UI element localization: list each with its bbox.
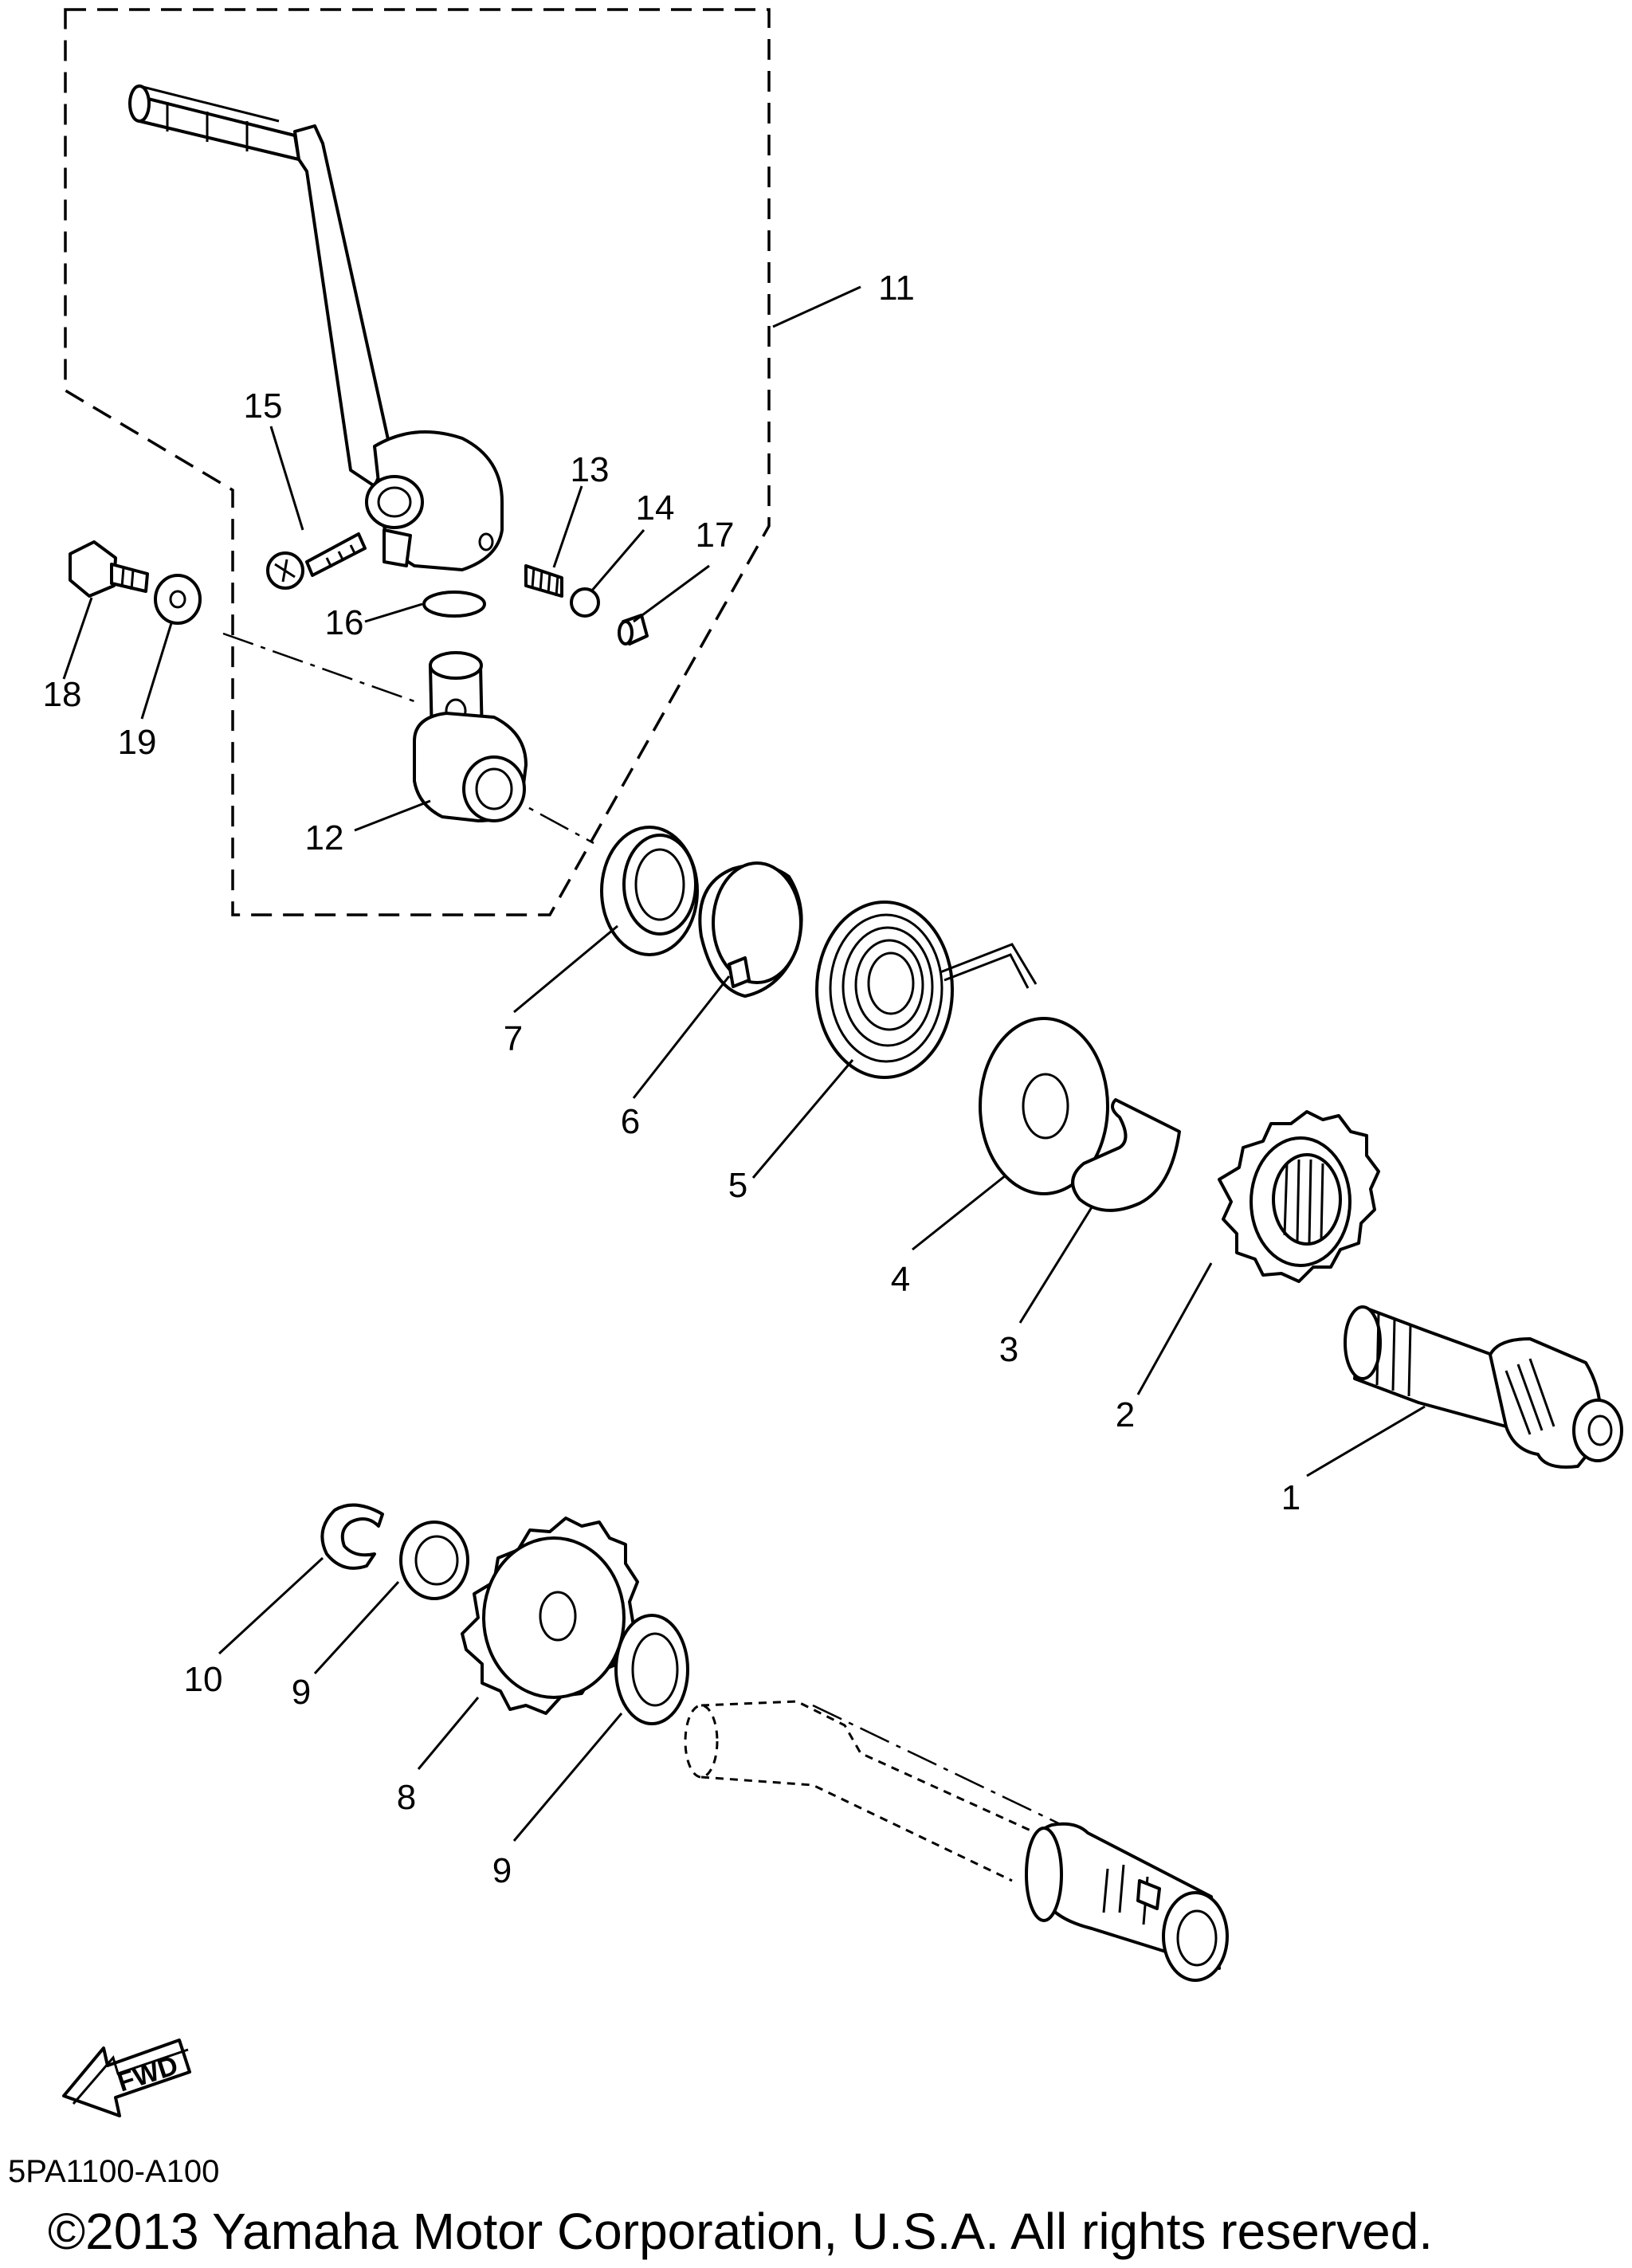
label-part-7: 7	[504, 1019, 523, 1058]
leader-6	[632, 975, 731, 1099]
label-part-12: 12	[305, 818, 344, 857]
leader-18	[62, 597, 93, 680]
leader-7	[513, 924, 618, 1014]
spring-13	[524, 564, 563, 598]
label-part-13: 13	[571, 450, 610, 489]
label-part-5: 5	[728, 1166, 747, 1205]
assembly-11-dashed-boundary	[64, 8, 771, 916]
leader-14	[590, 529, 645, 592]
spring-guide-6	[698, 861, 803, 998]
label-part-10: 10	[184, 1660, 223, 1699]
label-part-15: 15	[244, 387, 283, 426]
washer-19	[154, 574, 202, 625]
label-part-9-upper: 9	[292, 1673, 311, 1712]
o-ring-16	[422, 591, 486, 618]
label-part-18: 18	[43, 675, 82, 714]
main-shaft	[684, 1700, 1229, 1982]
label-part-3: 3	[999, 1330, 1018, 1369]
label-part-11: 11	[878, 269, 915, 308]
axis-line-upper	[222, 632, 415, 703]
leader-19	[140, 622, 173, 720]
leader-15	[269, 426, 304, 531]
kick-crank-lever-11	[128, 84, 504, 571]
circlip-10	[320, 1503, 384, 1570]
leader-13	[552, 485, 583, 568]
label-part-1: 1	[1281, 1478, 1300, 1517]
torsion-spring-5	[815, 901, 1038, 1079]
kick-axle-1	[1344, 1305, 1623, 1469]
leader-4	[912, 1174, 1006, 1251]
plunger-17	[618, 614, 649, 645]
copyright-notice: ©2013 Yamaha Motor Corporation, U.S.A. A…	[48, 2203, 1433, 2260]
screw-15	[266, 532, 367, 590]
label-part-8: 8	[397, 1778, 416, 1817]
bolt-18	[69, 540, 149, 598]
washer-4	[979, 1017, 1109, 1195]
leader-12	[354, 799, 431, 832]
label-part-2: 2	[1116, 1395, 1135, 1434]
leader-11	[772, 285, 861, 328]
label-part-17: 17	[696, 516, 735, 555]
label-part-9-lower: 9	[492, 1851, 512, 1890]
clip-3	[1071, 1098, 1181, 1212]
kick-gear-2	[1218, 1110, 1380, 1283]
diagram-code: 5PA1100-A100	[8, 2154, 219, 2189]
leader-3	[1018, 1207, 1093, 1324]
label-part-14: 14	[636, 489, 675, 528]
leader-5	[751, 1059, 854, 1179]
leader-17	[633, 564, 710, 623]
washer-9-lower	[614, 1614, 689, 1725]
label-part-4: 4	[891, 1260, 910, 1299]
leader-9a	[313, 1580, 400, 1675]
leader-8	[417, 1697, 480, 1770]
label-part-6: 6	[621, 1102, 640, 1141]
leader-1	[1306, 1405, 1426, 1477]
leader-10	[218, 1556, 324, 1655]
label-part-19: 19	[118, 723, 157, 762]
leader-9b	[512, 1713, 623, 1842]
kick-axle-boss-12	[413, 651, 528, 822]
leader-2	[1136, 1262, 1213, 1395]
leader-16	[364, 602, 423, 623]
idle-gear-8	[461, 1517, 639, 1715]
washer-9-upper	[399, 1521, 469, 1600]
ball-14	[570, 587, 600, 618]
fwd-arrow-icon: FWD	[62, 2038, 191, 2117]
oil-seal-7	[600, 826, 699, 956]
label-part-16: 16	[325, 603, 364, 642]
